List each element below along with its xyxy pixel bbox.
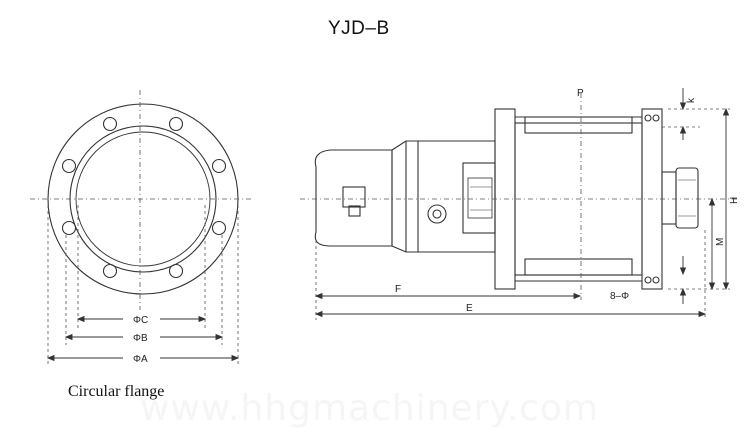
bottom-flange <box>524 258 633 276</box>
oil-plug <box>427 204 447 224</box>
bolt-hole <box>102 263 118 279</box>
circular-flange-view <box>30 90 252 365</box>
bolt-hole <box>211 220 227 236</box>
bolt-hole <box>61 158 77 174</box>
label-h: H <box>729 197 740 204</box>
bolt-hole <box>211 158 227 174</box>
bolt-hole <box>168 263 184 279</box>
bearing-cap <box>661 171 677 225</box>
bolt-detail <box>652 114 660 122</box>
gearbox <box>391 140 496 253</box>
shaft-end <box>675 167 699 229</box>
bolt-hole <box>102 116 118 132</box>
bolt-detail <box>644 276 652 284</box>
label-f: F <box>395 284 401 295</box>
label-m: M <box>715 238 726 246</box>
drawing-title: YJD–B <box>328 18 390 39</box>
dimension-labels: ΦC ΦB ΦA P k H M F E 8–Φ <box>133 88 740 365</box>
bolt-holes <box>61 116 227 279</box>
bolt-hole <box>168 116 184 132</box>
top-flange <box>524 116 633 134</box>
motor-terminal-plug <box>348 205 361 217</box>
side-view <box>300 88 740 320</box>
motor-terminal-box <box>342 186 366 208</box>
label-holes: 8–Φ <box>610 291 629 302</box>
label-phi-b: ΦB <box>133 333 148 344</box>
label-e: E <box>466 303 473 314</box>
bolt-hole <box>61 220 77 236</box>
bolt-detail <box>652 276 660 284</box>
label-p: P <box>577 88 584 99</box>
label-phi-c: ΦC <box>133 315 148 326</box>
label-k: k <box>686 97 697 103</box>
label-phi-a: ΦA <box>133 354 148 365</box>
watermark: www.hhgmachinery.com <box>140 388 599 429</box>
motor-body <box>314 149 393 247</box>
flange-caption: Circular flange <box>68 383 165 400</box>
bolt-detail <box>644 114 652 122</box>
